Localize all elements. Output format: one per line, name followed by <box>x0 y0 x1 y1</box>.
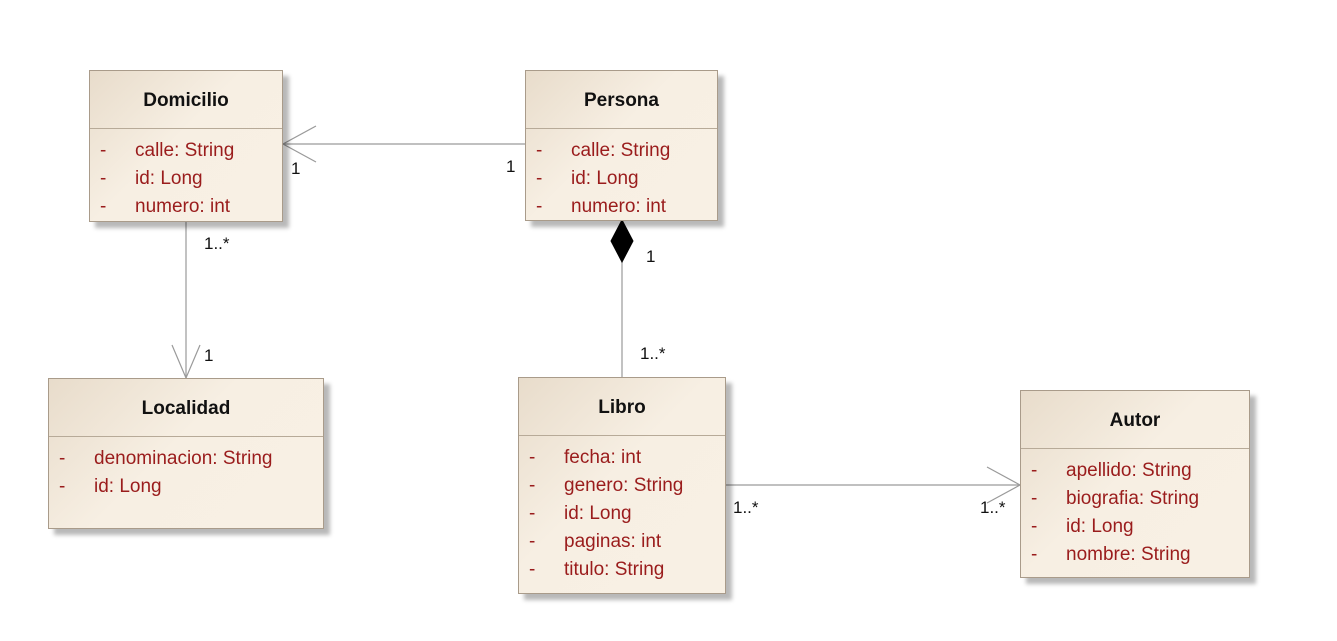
attribute-row: - numero: int <box>526 193 717 221</box>
visibility-marker: - <box>1031 460 1038 481</box>
class-libro-name: Libro <box>519 378 725 436</box>
attribute-text: id: Long <box>571 168 639 189</box>
visibility-marker: - <box>1031 516 1038 537</box>
class-autor-name: Autor <box>1021 391 1249 449</box>
class-autor-attributes: - apellido: String - biografia: String -… <box>1021 449 1249 569</box>
visibility-marker: - <box>529 503 536 524</box>
attribute-text: denominacion: String <box>94 448 273 469</box>
visibility-marker: - <box>100 196 107 217</box>
attribute-row: - biografia: String <box>1021 485 1249 513</box>
attribute-text: id: Long <box>135 168 203 189</box>
attribute-text: numero: int <box>135 196 231 217</box>
class-libro-attributes: - fecha: int - genero: String - id: Long… <box>519 436 725 584</box>
attribute-row: - titulo: String <box>519 556 725 584</box>
visibility-marker: - <box>1031 488 1038 509</box>
attribute-row: - numero: int <box>90 193 282 221</box>
visibility-marker: - <box>536 140 543 161</box>
visibility-marker: - <box>1031 544 1038 565</box>
attribute-text: paginas: int <box>564 531 662 552</box>
multiplicity-libro-part: 1..* <box>640 344 666 363</box>
attribute-text: biografia: String <box>1066 488 1200 509</box>
class-domicilio-name: Domicilio <box>90 71 282 129</box>
class-domicilio-attributes: - calle: String - id: Long - numero: int <box>90 129 282 221</box>
attribute-row: - calle: String <box>90 137 282 165</box>
attribute-row: - id: Long <box>49 473 323 501</box>
visibility-marker: - <box>529 447 536 468</box>
attribute-text: calle: String <box>135 140 235 161</box>
multiplicity-persona-end: 1 <box>506 157 516 176</box>
persona-domicilio-arrowhead <box>281 125 317 163</box>
class-autor[interactable]: Autor - apellido: String - biografia: St… <box>1020 390 1250 578</box>
composition-diamond <box>610 218 634 264</box>
visibility-marker: - <box>536 196 543 217</box>
class-localidad-name: Localidad <box>49 379 323 437</box>
multiplicity-domicilio-to-localidad-source: 1..* <box>204 234 230 253</box>
attribute-row: - id: Long <box>90 165 282 193</box>
attribute-text: apellido: String <box>1066 460 1192 481</box>
visibility-marker: - <box>100 168 107 189</box>
visibility-marker: - <box>529 531 536 552</box>
attribute-row: - calle: String <box>526 137 717 165</box>
visibility-marker: - <box>59 448 66 469</box>
multiplicity-libro-to-autor-source: 1..* <box>733 498 759 517</box>
class-localidad[interactable]: Localidad - denominacion: String - id: L… <box>48 378 324 529</box>
attribute-text: genero: String <box>564 475 684 496</box>
multiplicity-localidad-end: 1 <box>204 346 214 365</box>
class-domicilio[interactable]: Domicilio - calle: String - id: Long - n… <box>89 70 283 222</box>
class-localidad-attributes: - denominacion: String - id: Long <box>49 437 323 501</box>
class-libro[interactable]: Libro - fecha: int - genero: String - id… <box>518 377 726 594</box>
attribute-text: nombre: String <box>1066 544 1191 565</box>
multiplicity-domicilio-end: 1 <box>291 159 301 178</box>
attribute-text: id: Long <box>94 476 162 497</box>
attribute-text: titulo: String <box>564 559 665 580</box>
attribute-text: id: Long <box>1066 516 1134 537</box>
class-persona-name: Persona <box>526 71 717 129</box>
visibility-marker: - <box>100 140 107 161</box>
visibility-marker: - <box>529 475 536 496</box>
multiplicity-persona-whole: 1 <box>646 247 656 266</box>
attribute-text: fecha: int <box>564 447 642 468</box>
attribute-text: id: Long <box>564 503 632 524</box>
attribute-row: - id: Long <box>1021 513 1249 541</box>
attribute-row: - apellido: String <box>1021 457 1249 485</box>
attribute-row: - fecha: int <box>519 444 725 472</box>
attribute-row: - nombre: String <box>1021 541 1249 569</box>
attribute-text: calle: String <box>571 140 671 161</box>
attribute-row: - genero: String <box>519 472 725 500</box>
attribute-row: - denominacion: String <box>49 445 323 473</box>
class-persona[interactable]: Persona - calle: String - id: Long - num… <box>525 70 718 221</box>
attribute-text: numero: int <box>571 196 667 217</box>
visibility-marker: - <box>529 559 536 580</box>
multiplicity-autor-end: 1..* <box>980 498 1006 517</box>
visibility-marker: - <box>59 476 66 497</box>
attribute-row: - paginas: int <box>519 528 725 556</box>
attribute-row: - id: Long <box>526 165 717 193</box>
class-persona-attributes: - calle: String - id: Long - numero: int <box>526 129 717 221</box>
visibility-marker: - <box>536 168 543 189</box>
attribute-row: - id: Long <box>519 500 725 528</box>
